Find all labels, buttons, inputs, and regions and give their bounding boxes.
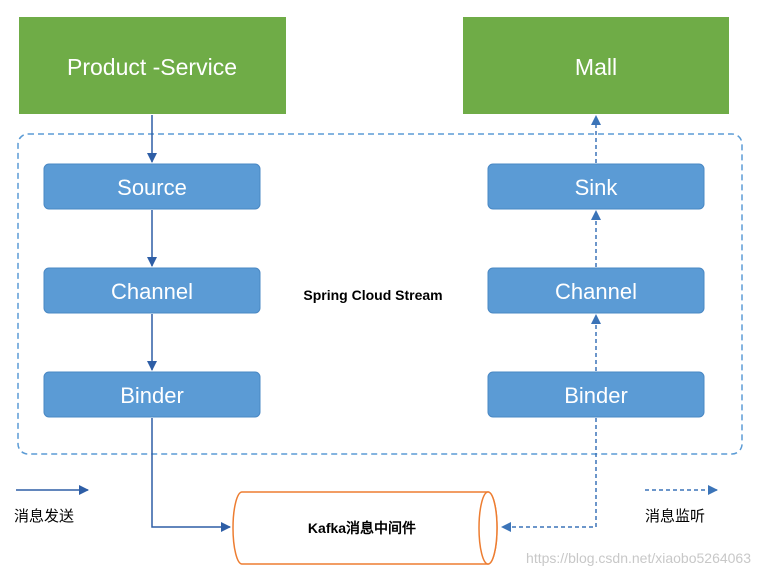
mall-label: Mall	[575, 54, 617, 80]
consumer-binder-label: Binder	[564, 383, 628, 408]
legend-listen: 消息监听	[645, 485, 718, 525]
mall-box: Mall	[463, 17, 729, 114]
producer-channel-box: Channel	[43, 267, 261, 314]
sink-label: Sink	[575, 175, 619, 200]
consumer-channel-label: Channel	[555, 279, 637, 304]
legend-send-label: 消息发送	[14, 508, 74, 525]
product-service-label: Product -Service	[67, 54, 237, 80]
watermark-text: https://blog.csdn.net/xiaobo5264063	[526, 550, 751, 566]
legend-listen-label: 消息监听	[645, 508, 705, 525]
source-label: Source	[117, 175, 187, 200]
spring-cloud-stream-label: Spring Cloud Stream	[303, 287, 442, 303]
kafka-cylinder: Kafka消息中间件	[232, 491, 498, 565]
source-box: Source	[43, 163, 261, 210]
product-service-box: Product -Service	[19, 17, 286, 114]
producer-channel-label: Channel	[111, 279, 193, 304]
sink-box: Sink	[487, 163, 705, 210]
producer-binder-label: Binder	[120, 383, 184, 408]
spring-cloud-stream-frame	[17, 133, 743, 455]
arrow-kafka-to-binder	[501, 418, 597, 532]
consumer-channel-box: Channel	[487, 267, 705, 314]
legend-send: 消息发送	[14, 485, 89, 525]
consumer-binder-box: Binder	[487, 371, 705, 418]
arrow-binder-to-kafka	[151, 418, 231, 532]
producer-binder-box: Binder	[43, 371, 261, 418]
kafka-label: Kafka消息中间件	[308, 520, 416, 536]
